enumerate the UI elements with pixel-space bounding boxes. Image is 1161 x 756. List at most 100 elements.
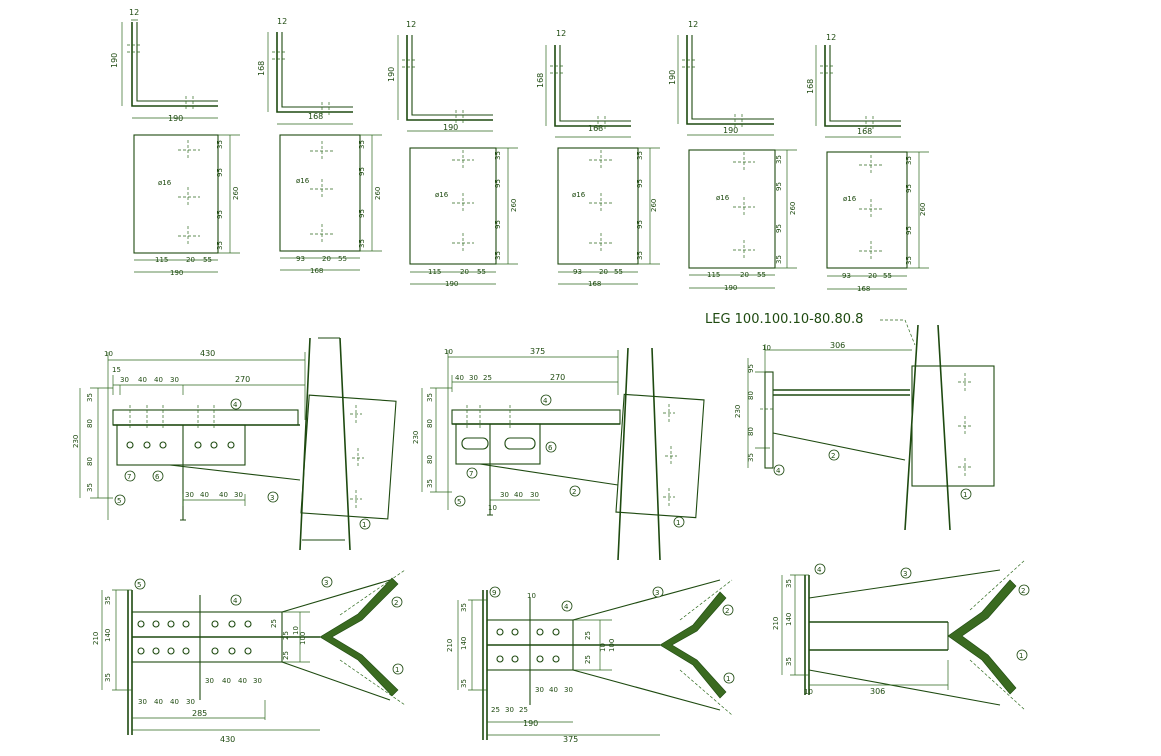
dim-b30b: 30 — [564, 686, 573, 694]
dim-top-306: 306 — [830, 341, 845, 350]
dim-v35b: 35 — [104, 673, 112, 682]
dim-d4: 35 — [636, 251, 644, 260]
angle-cleat-6: 12 168 168 ø16 35 95 95 35 260 93 20 55 … — [806, 33, 929, 293]
dim-w306: 306 — [870, 687, 885, 696]
dim-d2: 95 — [905, 184, 913, 193]
dim-v80a: 80 — [747, 391, 755, 400]
dim-270: 270 — [235, 375, 250, 384]
dim-d3: 95 — [494, 220, 502, 229]
dim-r100: 100 — [608, 639, 616, 652]
dim-d4: 35 — [905, 256, 913, 265]
callout-4: 4 — [233, 401, 238, 409]
dim-width: 190 — [724, 284, 737, 292]
dim-width: 168 — [588, 280, 601, 288]
dim-h230: 230 — [72, 435, 80, 448]
dim-v35: 35 — [747, 453, 755, 462]
callout-4: 4 — [564, 603, 569, 611]
dim-height: 260 — [232, 187, 240, 200]
callout-2: 2 — [394, 599, 398, 607]
dim-b40: 40 — [514, 491, 523, 499]
hole-note: ø16 — [843, 195, 857, 203]
dim-width: 190 — [170, 269, 183, 277]
dim-v140: 140 — [460, 637, 468, 650]
dim-25: 25 — [483, 374, 492, 382]
dim-v35a: 35 — [86, 393, 94, 402]
dim-b2: 20 — [740, 271, 749, 279]
dim-b30a: 30 — [138, 698, 147, 706]
elevation-2: 375 10 40 30 25 270 35 80 80 35 230 10 3… — [412, 347, 705, 561]
dim-b1: 93 — [842, 272, 851, 280]
hole-note: ø16 — [716, 194, 730, 202]
dim-b40a: 40 — [154, 698, 163, 706]
callout-2: 2 — [572, 488, 576, 496]
dim-b30b: 30 — [234, 491, 243, 499]
callout-1: 1 — [395, 666, 399, 674]
dim-r25b: 25 — [584, 655, 592, 664]
dim-40b: 40 — [154, 376, 163, 384]
dim-leg-v: 190 — [387, 67, 396, 82]
angle-face: ø16 35 95 95 35 260 115 20 55 190 — [133, 134, 240, 277]
dim-v140: 140 — [104, 629, 112, 642]
callout-1: 1 — [676, 519, 680, 527]
dim-leg-v: 168 — [257, 61, 266, 76]
dim-d3: 95 — [358, 209, 366, 218]
dim-b1: 115 — [707, 271, 720, 279]
dim-top-375: 375 — [530, 347, 545, 356]
dim-leg-v: 168 — [536, 73, 545, 88]
dim-10: 10 — [104, 350, 113, 358]
dim-b40: 40 — [549, 686, 558, 694]
angle-cleat-4: 12 168 168 ø16 35 95 95 35 260 93 20 55 … — [536, 29, 660, 288]
dim-h210: 210 — [446, 639, 454, 652]
dim-d2: 95 — [216, 168, 224, 177]
callout-6: 6 — [155, 473, 160, 481]
dim-b30c: 30 — [205, 677, 214, 685]
dim-d3: 95 — [775, 224, 783, 233]
dim-d3: 95 — [216, 210, 224, 219]
dim-b40b: 40 — [170, 698, 179, 706]
dim-30a: 30 — [120, 376, 129, 384]
dim-b40d: 40 — [238, 677, 247, 685]
elevation-1: 430 10 15 30 40 40 30 270 35 80 80 35 23… — [72, 337, 397, 551]
callout-2: 2 — [725, 607, 729, 615]
dim-d1: 35 — [216, 140, 224, 149]
callout-7: 7 — [469, 470, 473, 478]
dim-b2: 20 — [322, 255, 331, 263]
dim-v35a: 35 — [785, 579, 793, 588]
dim-d1: 35 — [494, 151, 502, 160]
dim-d2: 95 — [775, 182, 783, 191]
hole-note: ø16 — [296, 177, 310, 185]
dim-b3: 55 — [614, 268, 623, 276]
dim-v140: 140 — [785, 613, 793, 626]
dim-b10: 10 — [488, 504, 497, 512]
callout-2: 2 — [831, 452, 835, 460]
dim-w430: 430 — [220, 735, 235, 744]
dim-d1: 35 — [636, 151, 644, 160]
dim-b1: 115 — [428, 268, 441, 276]
hole-note: ø16 — [572, 191, 586, 199]
dim-b40c: 40 — [222, 677, 231, 685]
dim-v35b: 35 — [785, 657, 793, 666]
angle-cleat-3: 12 190 190 ø16 35 95 95 35 260 115 20 55… — [387, 20, 518, 288]
dim-t10: 10 — [804, 688, 813, 696]
dim-v80b: 80 — [426, 455, 434, 464]
callout-3: 3 — [903, 570, 907, 578]
dim-h210: 210 — [772, 617, 780, 630]
leg-note: LEG 100.100.10-80.80.8 — [705, 312, 863, 327]
callout-6: 6 — [548, 444, 553, 452]
callout-9: 9 — [492, 589, 496, 597]
dim-d4: 35 — [494, 251, 502, 260]
dim-v35b: 35 — [460, 679, 468, 688]
dim-w190: 190 — [523, 719, 538, 728]
dim-top-430: 430 — [200, 349, 215, 358]
dim-thickness: 12 — [556, 29, 566, 38]
dim-b30: 30 — [500, 491, 509, 499]
dim-r25a: 25 — [270, 619, 278, 628]
elevation-3: LEG 100.100.10-80.80.8 306 10 95 80 80 3… — [705, 312, 995, 531]
dim-leg-h: 168 — [588, 124, 603, 133]
dim-v35b: 35 — [86, 483, 94, 492]
dim-thickness: 12 — [688, 20, 698, 29]
dim-r25c: 25 — [282, 651, 290, 660]
dim-thickness: 12 — [277, 17, 287, 26]
dim-width: 168 — [857, 285, 870, 293]
dim-w375: 375 — [563, 735, 578, 744]
